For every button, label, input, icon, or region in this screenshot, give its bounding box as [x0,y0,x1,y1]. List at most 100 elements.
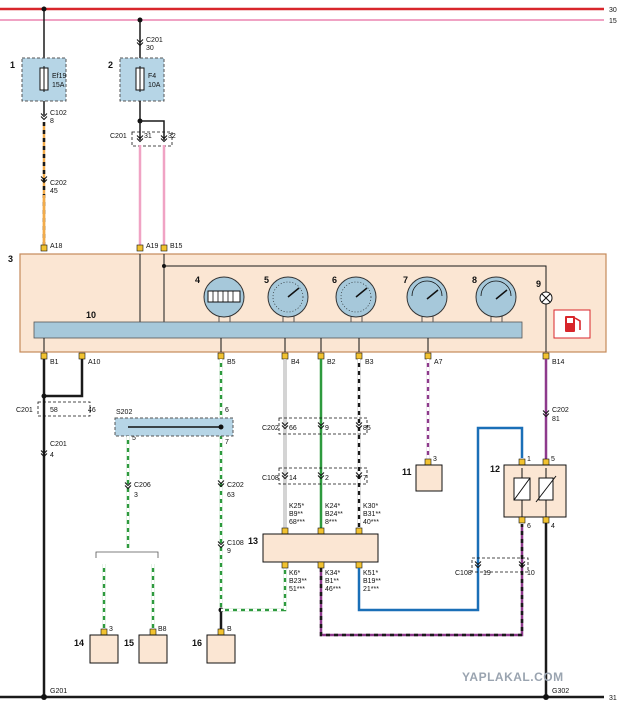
m13-bl-2: 51*** [289,586,305,593]
fuse-2-rating: 10A [148,82,161,89]
c201-top-pin: 30 [146,45,154,52]
display-number: 10 [86,310,96,320]
ground-point-g302 [543,694,549,700]
c108-right-pin-a: 19 [483,570,491,577]
gauge-4-number: 4 [195,275,200,285]
m13-bl-1: B23** [289,578,307,585]
fuel-pump-hose [574,317,581,330]
relay-12-number: 12 [490,464,500,474]
ground-point-g201 [41,694,47,700]
fuse-2-number: 2 [108,60,113,70]
m13-tm-2: 8*** [325,519,337,526]
bus-30-label: 30 [609,7,617,14]
watermark: YAPLAKAL.COM [462,670,564,684]
gauge-odometer [203,276,245,322]
fuse-1-name: Ef19 [52,73,67,80]
fuse-1-rating: 15A [52,82,65,89]
wire-green-to-13 [221,565,287,612]
c108-b2-pin: 2 [325,475,329,482]
c108-right-pin-b: 10 [527,570,535,577]
c202-b5-label: C202 [227,482,244,489]
module-13-box [262,533,379,563]
component-11-pin: 3 [433,456,437,463]
m13-tr-0: K30* [363,503,378,510]
m13-br-2: 21*** [363,586,379,593]
wire-blue-13-12 [357,426,524,612]
g201-label: G201 [50,688,67,695]
c202-b14-pin: 81 [552,416,560,423]
pin-a19-label: A19 [146,243,159,250]
wire-green-to-13-dash [221,565,287,612]
fuse-1-number: 1 [10,60,15,70]
module-13-number: 13 [248,536,258,546]
m13-tl-1: B9** [289,511,303,518]
c206-label: C206 [134,482,151,489]
m13-bm-1: B1** [325,578,339,585]
wire-ground-a10 [44,359,84,398]
cluster-int-3 [164,265,547,292]
c102-label: C102 [50,110,67,117]
pin-a10-label: A10 [88,359,101,366]
c201-left-pin-b: 46 [88,407,96,414]
s202-label: S202 [116,409,132,416]
relay-coil-diag [513,477,531,501]
junction-dot [137,17,143,23]
m13-br-0: K51* [363,570,378,577]
c202-top-pin: 45 [50,188,58,195]
m13-tr-1: B31** [363,511,381,518]
c108-right-label: C108 [455,570,472,577]
component-14-number: 14 [74,638,84,648]
c202-b14-label: C202 [552,407,569,414]
fuse-2-name: F4 [148,73,156,80]
cluster-number: 3 [8,254,13,264]
pin-b2-label: B2 [327,359,336,366]
gauge-5-number: 5 [264,275,269,285]
c201-lower-label: C201 [50,441,67,448]
component-14-pin: 3 [109,626,113,633]
m13-tl-0: K25* [289,503,304,510]
pin-b15-label: B15 [170,243,183,250]
component-15-number: 15 [124,638,134,648]
component-15-pin: B8 [158,626,167,633]
component-15 [138,634,168,664]
c108-b3-pin: 7 [363,475,367,482]
c206-pin: 3 [134,492,138,499]
gauge-8-number: 8 [472,275,477,285]
c108-b5-label: C108 [227,540,244,547]
relay-12-p6: 6 [527,523,531,530]
junction-dot [41,393,47,399]
m13-bm-0: K34* [325,570,340,577]
relay-12-p4: 4 [551,523,555,530]
warning-lamp-cross [541,293,551,303]
c202-top-label: C202 [50,180,67,187]
pin-b3-label: B3 [365,359,374,366]
c202-b5-pin: 63 [227,492,235,499]
c108-b4-pin: 14 [289,475,297,482]
c202-mid-label: C202 [262,425,279,432]
cluster-display-bar [33,321,523,339]
bus-15-label: 15 [609,18,617,25]
c201-left-pin-a: 58 [50,407,58,414]
c108-mid-label: C108 [262,475,279,482]
wire-fuse2-branch [140,120,165,140]
gauge-tachometer [335,276,377,322]
pin-b14-label: B14 [552,359,565,366]
relay-12-p5: 5 [551,456,555,463]
m13-br-1: B19** [363,578,381,585]
bus-31-label: 31 [609,695,617,702]
m13-bm-2: 46*** [325,586,341,593]
c201-lower-pin: 4 [50,452,54,459]
lamp-number: 9 [536,279,541,289]
m13-bl-0: K6* [289,570,301,577]
s202-pin-6: 6 [225,407,229,414]
c201-split-label: C201 [110,133,127,140]
m13-tr-2: 40*** [363,519,379,526]
c202-mid-box [278,417,368,435]
pin-a18-label: A18 [50,243,63,250]
relay-12-box [503,464,567,518]
c201-left-box [37,401,91,417]
fuel-pump-window [567,318,573,323]
m13-tl-2: 68*** [289,519,305,526]
c201-split-box [131,131,173,147]
